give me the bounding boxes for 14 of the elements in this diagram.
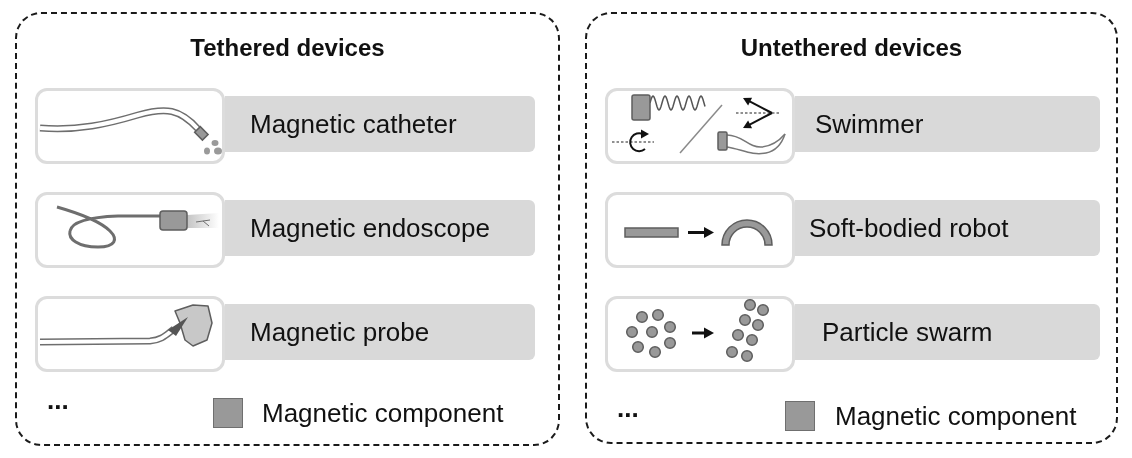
panel-heading: Untethered devices <box>740 34 963 62</box>
device-label: Swimmer <box>795 96 1100 152</box>
group-panel <box>15 12 560 446</box>
legend-label: Magnetic component <box>262 398 504 428</box>
device-label: Magnetic probe <box>225 304 535 360</box>
device-label: Magnetic endoscope <box>225 200 535 256</box>
ellipsis: ... <box>617 393 639 423</box>
device-label: Magnetic catheter <box>225 96 535 152</box>
ellipsis: ... <box>47 385 69 415</box>
group-panel <box>585 12 1118 444</box>
legend-label: Magnetic component <box>835 401 1077 431</box>
device-label: Particle swarm <box>795 304 1100 360</box>
panel-heading: Tethered devices <box>190 34 385 62</box>
device-label: Soft-bodied robot <box>795 200 1100 256</box>
